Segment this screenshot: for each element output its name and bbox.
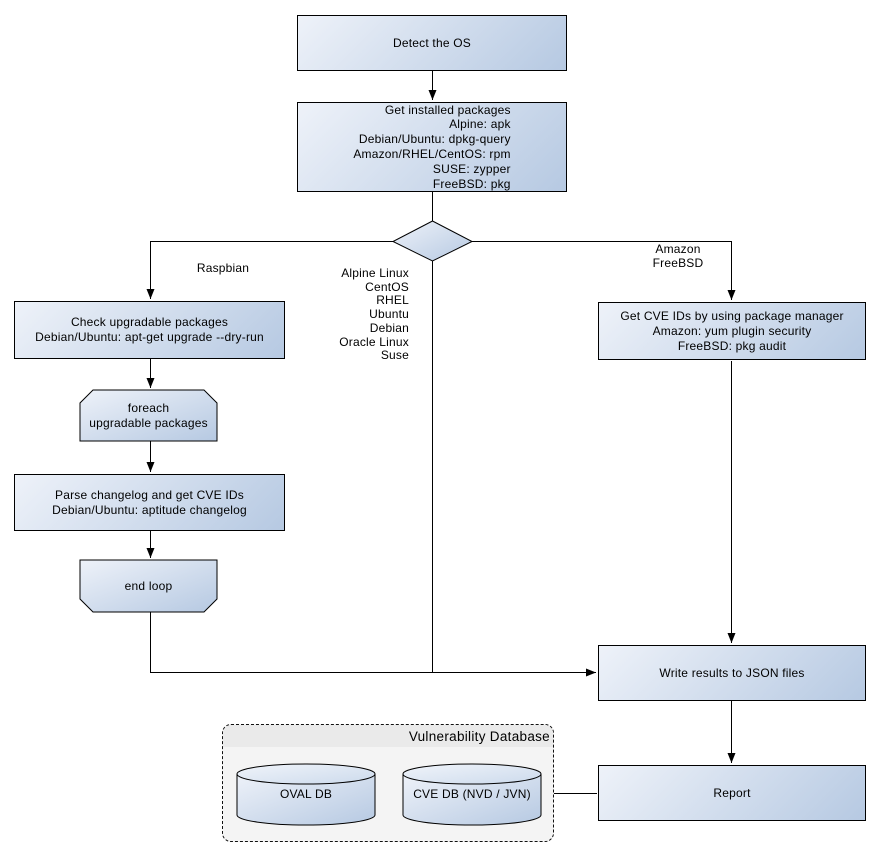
end-loop-label: end loop <box>124 578 173 593</box>
edge-endloop-to-write <box>150 612 596 677</box>
parse-changelog-node: Parse changelog and get CVE IDs Debian/U… <box>14 474 285 531</box>
get-cve-ids-label: Get CVE IDs by using package manager Ama… <box>620 308 844 353</box>
check-upgradable-label: Check upgradable packages Debian/Ubuntu:… <box>35 315 264 344</box>
os-list-edge-label: Alpine Linux CentOS RHEL Ubuntu Debian O… <box>339 266 409 363</box>
detect-os-label: Detect the OS <box>393 35 471 50</box>
oval-db-label: OVAL DB <box>279 786 333 801</box>
cve-db-cylinder <box>402 763 542 826</box>
decision-diamond <box>391 220 474 262</box>
write-results-node: Write results to JSON files <box>598 645 866 701</box>
cve-db-label: CVE DB (NVD / JVN) <box>413 786 531 801</box>
foreach-loop-label: foreach upgradable packages <box>89 400 208 430</box>
edge-decision-to-getcve <box>472 241 736 300</box>
write-results-label: Write results to JSON files <box>659 665 805 680</box>
amazon-freebsd-edge-label: Amazon FreeBSD <box>652 242 704 270</box>
vulnerability-database-title: Vulnerability Database <box>408 728 550 744</box>
report-node: Report <box>598 765 866 821</box>
foreach-loop-shape <box>79 389 218 442</box>
check-upgradable-node: Check upgradable packages Debian/Ubuntu:… <box>14 301 285 359</box>
get-installed-packages-node: Get installed packages Alpine: apk Debia… <box>297 102 567 192</box>
detect-os-node: Detect the OS <box>297 15 567 71</box>
get-installed-packages-label: Get installed packages Alpine: apk Debia… <box>353 102 511 191</box>
end-loop-shape <box>79 559 218 613</box>
oval-db-cylinder <box>236 763 376 826</box>
parse-changelog-label: Parse changelog and get CVE IDs Debian/U… <box>52 487 247 517</box>
vulnerability-database-header: Vulnerability Database <box>223 725 553 747</box>
get-cve-ids-node: Get CVE IDs by using package manager Ama… <box>598 302 866 360</box>
edge-decision-to-check <box>146 241 393 299</box>
report-label: Report <box>713 785 751 800</box>
raspbian-edge-label: Raspbian <box>196 261 250 275</box>
